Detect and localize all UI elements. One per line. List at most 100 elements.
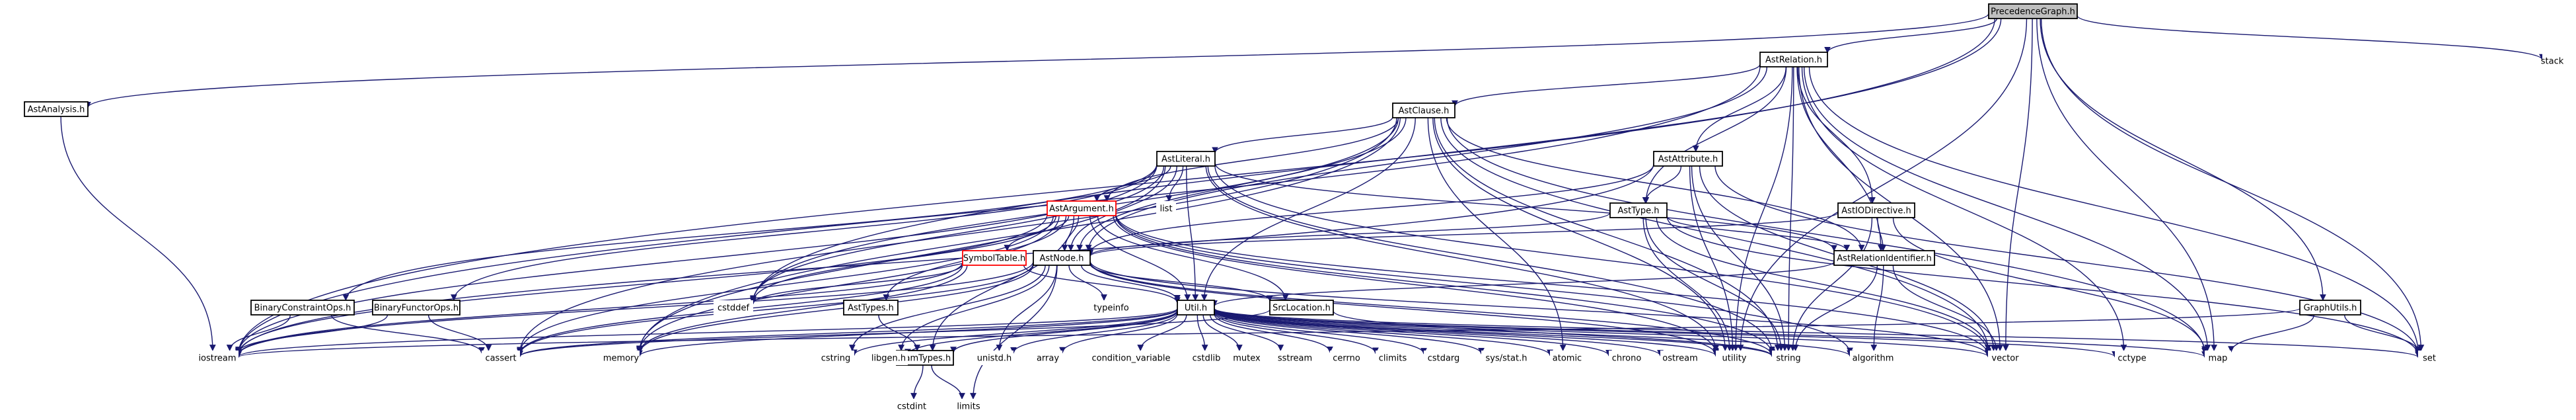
node-background xyxy=(1330,351,1363,365)
node-label: AstAttribute.h xyxy=(1658,155,1718,165)
edge-astargument-to-iostream xyxy=(235,214,1048,355)
node-sysstat: sys/stat.h xyxy=(1481,351,1531,365)
edge-astargument-to-string xyxy=(1115,215,1775,355)
edge-util-to-ramtypes xyxy=(950,310,1178,354)
node-cstring: cstring xyxy=(817,351,854,365)
node-cstdint: cstdint xyxy=(895,399,929,413)
node-astrelationidentifier[interactable]: AstRelationIdentifier.h xyxy=(1833,250,1935,266)
node-box xyxy=(250,300,355,315)
edge-asttype-to-astnode xyxy=(1087,212,1611,257)
node-label: iostream xyxy=(198,354,236,364)
node-label: RamTypes.h xyxy=(899,354,951,364)
node-label: stack xyxy=(2541,57,2564,67)
node-symboltable[interactable]: SymbolTable.h xyxy=(962,250,1027,266)
node-astiodirective[interactable]: AstIODirective.h xyxy=(1837,202,1915,218)
node-asttype[interactable]: AstType.h xyxy=(1609,202,1668,218)
edge-astargument-to-cstddef xyxy=(750,215,1057,303)
node-condition_variable: condition_variable xyxy=(1089,351,1173,365)
edge-astattribute-to-iostream xyxy=(235,163,1654,356)
edge-util-to-iostream xyxy=(235,308,1178,358)
node-binaryconstraintops[interactable]: BinaryConstraintOps.h xyxy=(250,300,355,315)
edge-precedencegraph-to-utility xyxy=(1737,18,2028,351)
node-box xyxy=(1177,300,1215,315)
node-background xyxy=(1276,351,1313,365)
node-graphutils[interactable]: GraphUtils.h xyxy=(2299,300,2361,315)
node-astliteral[interactable]: AstLiteral.h xyxy=(1156,151,1216,167)
edge-util-to-cstdlib xyxy=(1196,314,1208,351)
node-array: array xyxy=(1033,351,1062,365)
node-astargument[interactable]: AstArgument.h xyxy=(1047,200,1117,216)
node-srclocation[interactable]: SrcLocation.h xyxy=(1269,300,1334,315)
edge-astliteral-to-string xyxy=(1207,165,1775,353)
edge-astrelation-to-iostream xyxy=(235,65,1761,355)
edge-precedencegraph-to-graphutils xyxy=(2040,18,2326,301)
node-background xyxy=(1988,351,2022,365)
edge-astargument-to-srclocation xyxy=(1097,215,1289,301)
edge-astnode-to-utility xyxy=(1089,262,1719,356)
node-background xyxy=(2542,54,2562,68)
node-label: utility xyxy=(1722,354,1747,364)
node-background xyxy=(1156,201,1176,216)
edge-astattribute-to-set xyxy=(1714,165,2421,356)
node-background xyxy=(603,351,640,365)
edge-asttype-to-utility xyxy=(1642,217,1733,351)
node-asttypes[interactable]: AstTypes.h xyxy=(843,300,899,315)
edge-astnode-to-typeinfo xyxy=(1068,265,1107,301)
node-astanalysis[interactable]: AstAnalysis.h xyxy=(24,101,89,117)
node-astclause[interactable]: AstClause.h xyxy=(1392,103,1455,118)
edge-astargument-to-astnode xyxy=(1061,215,1080,251)
edge-binaryconstraintops-to-cassert xyxy=(330,314,485,354)
node-precedencegraph[interactable]: PrecedenceGraph.h xyxy=(1988,3,2078,19)
edge-precedencegraph-to-cstddef xyxy=(750,18,2002,304)
node-cstdlib: cstdlib xyxy=(1189,351,1224,365)
edge-astliteral-to-binaryfunctorops xyxy=(451,164,1158,301)
edge-astclause-to-atomic xyxy=(1427,117,1566,351)
node-background xyxy=(482,351,520,365)
node-background xyxy=(817,351,854,365)
node-label: SrcLocation.h xyxy=(1272,304,1331,314)
node-label: PrecedenceGraph.h xyxy=(1991,7,2075,17)
edge-asttype-to-set xyxy=(1666,216,2421,357)
node-background xyxy=(1089,351,1173,365)
node-label: AstClause.h xyxy=(1399,106,1450,116)
edge-astargument-to-algorithm xyxy=(1115,214,1853,355)
edge-util-to-cassert xyxy=(517,308,1178,357)
node-ramtypes[interactable]: RamTypes.h xyxy=(896,350,954,366)
edge-astiodirective-to-astnode xyxy=(1087,212,1839,257)
node-util[interactable]: Util.h xyxy=(1177,300,1215,315)
edge-srclocation-to-cassert xyxy=(517,309,1270,358)
node-limits: limits xyxy=(953,399,984,413)
edge-util-to-ostream xyxy=(1214,309,1664,357)
node-label: AstArgument.h xyxy=(1049,204,1114,214)
node-background xyxy=(1772,351,1805,365)
node-astnode[interactable]: AstNode.h xyxy=(1033,250,1091,266)
node-algorithm: algorithm xyxy=(1850,351,1896,365)
node-astattribute[interactable]: AstAttribute.h xyxy=(1653,151,1723,167)
node-background xyxy=(1660,351,1700,365)
node-cerrno: cerrno xyxy=(1330,351,1363,365)
node-label: list xyxy=(1159,204,1172,214)
node-label: unistd.h xyxy=(977,354,1012,364)
edge-astrelation-to-utility xyxy=(1732,66,1793,351)
edge-util-to-atomic xyxy=(1214,310,1553,357)
edge-util-to-cctype xyxy=(1214,308,2118,358)
edge-astrelation-to-asttype xyxy=(1642,66,1787,204)
node-label: AstType.h xyxy=(1618,206,1660,216)
edge-util-to-string xyxy=(1214,308,1775,357)
node-astrelation[interactable]: AstRelation.h xyxy=(1759,52,1828,67)
node-label: AstTypes.h xyxy=(848,304,894,314)
node-background xyxy=(869,351,908,365)
node-label: cerrno xyxy=(1333,354,1360,364)
node-label: vector xyxy=(1991,354,2019,364)
node-label: cstdarg xyxy=(1428,354,1460,364)
edge-astattribute-to-string xyxy=(1691,165,1788,351)
node-box xyxy=(24,101,89,117)
edge-astiodirective-to-map xyxy=(1892,217,2208,353)
node-binaryfunctorops[interactable]: BinaryFunctorOps.h xyxy=(372,300,460,315)
edge-util-to-libgen xyxy=(904,310,1178,356)
edge-util-to-set xyxy=(1214,308,2421,358)
edge-precedencegraph-to-set xyxy=(2040,18,2425,351)
edge-astrelation-to-string xyxy=(1785,66,1794,351)
node-background xyxy=(953,399,984,413)
edge-graphutils-to-set xyxy=(2344,314,2421,353)
